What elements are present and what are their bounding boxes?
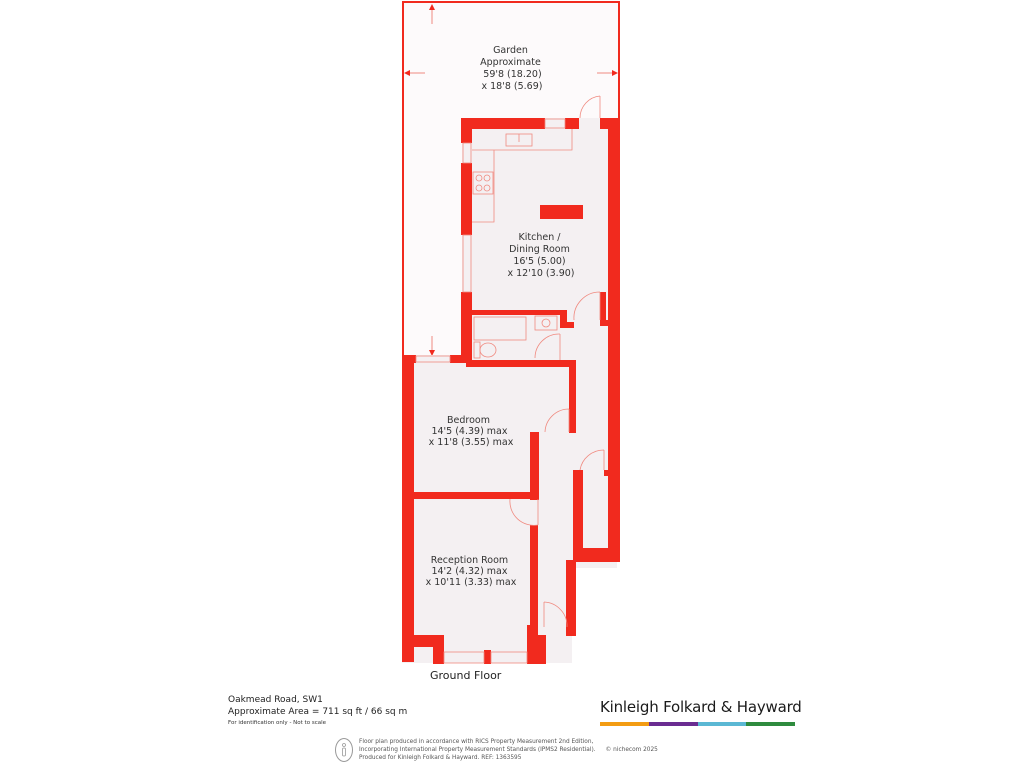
footer-line-2: Incorporating International Property Mea… (359, 747, 596, 753)
person-info-icon (335, 738, 353, 762)
bathroom-door-icon (534, 333, 561, 360)
brand-bar-orange (600, 722, 649, 726)
footer-text: Floor plan produced in accordance with R… (359, 738, 596, 762)
brand-bar-purple (648, 722, 698, 726)
property-address: Oakmead Road, SW1 (228, 695, 323, 705)
bathroom-fixtures (473, 315, 558, 359)
floor-label: Ground Floor (430, 669, 502, 682)
basin-icon (534, 315, 558, 331)
footer-line-3: Produced for Kinleigh Folkard & Hayward.… (359, 755, 522, 761)
footer-line-1: Floor plan produced in accordance with R… (359, 739, 594, 745)
windows (415, 118, 566, 664)
room-labels: Garden Approximate 59'8 (18.20) x 18'8 (… (426, 45, 575, 588)
reception-label: Reception Room 14'2 (4.32) max x 10'11 (… (426, 555, 517, 588)
brand-color-bar (600, 722, 795, 726)
kitchen-label: Kitchen / Dining Room 16'5 (5.00) x 12'1… (507, 232, 574, 279)
doors (509, 95, 605, 628)
property-info: Oakmead Road, SW1 Approximate Area = 711… (228, 694, 407, 728)
brand-bar-blue (697, 722, 747, 726)
garden-door-icon (579, 95, 601, 119)
walls (402, 118, 620, 664)
property-area: Approximate Area = 711 sq ft / 66 sq m (228, 707, 408, 717)
hob-icon (472, 171, 494, 195)
footer: Floor plan produced in accordance with R… (335, 738, 658, 762)
reception-door-icon (509, 498, 539, 526)
floor-plan: Garden Approximate 59'8 (18.20) x 18'8 (… (402, 1, 620, 682)
garden-label: Garden Approximate 59'8 (18.20) x 18'8 (… (480, 45, 545, 92)
bath-icon (473, 316, 527, 341)
brand-name: Kinleigh Folkard & Hayward (600, 698, 802, 716)
bedroom-door-icon (544, 408, 570, 433)
brand-bar-green (746, 722, 795, 726)
copyright: © nichecom 2025 (605, 747, 658, 753)
bedroom-label: Bedroom 14'5 (4.39) max x 11'8 (3.55) ma… (429, 415, 514, 448)
cupboard-door-icon (579, 449, 605, 471)
kitchen-fixtures (472, 129, 573, 223)
front-door-icon (543, 601, 568, 628)
brand-logo: Kinleigh Folkard & Hayward (600, 698, 802, 726)
disclaimer: For identification only - Not to scale (228, 720, 326, 726)
kitchen-door-icon (573, 291, 601, 321)
